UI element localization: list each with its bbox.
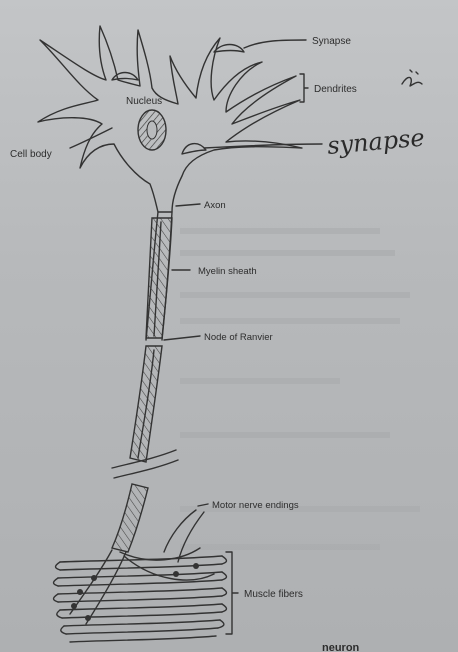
label-axon: Axon xyxy=(204,200,226,211)
handwritten-mark xyxy=(402,70,422,86)
label-muscle-fibers: Muscle fibers xyxy=(244,589,303,600)
label-synapse-top: Synapse xyxy=(312,36,351,47)
synapse-bulb-right xyxy=(182,144,206,154)
myelin-segment-3 xyxy=(112,484,148,552)
label-node-of-ranvier: Node of Ranvier xyxy=(204,332,273,343)
synapse-bulb-top xyxy=(214,45,244,53)
label-nucleus: Nucleus xyxy=(126,96,162,107)
label-dendrites: Dendrites xyxy=(314,84,357,95)
muscle-fibers-bracket xyxy=(226,552,238,634)
caption-fragment: neuron xyxy=(322,642,360,652)
muscle-fibers xyxy=(54,556,227,642)
cell-body-outline xyxy=(38,26,302,212)
dendrites-bracket xyxy=(300,74,308,102)
label-synapse-handwritten: synapse xyxy=(326,124,426,160)
label-myelin-sheath: Myelin sheath xyxy=(198,266,257,277)
label-motor-nerve-endings: Motor nerve endings xyxy=(212,500,299,511)
myelin-segment-2 xyxy=(130,346,162,462)
label-cell-body: Cell body xyxy=(10,149,52,160)
myelin-segment-1 xyxy=(146,218,172,338)
